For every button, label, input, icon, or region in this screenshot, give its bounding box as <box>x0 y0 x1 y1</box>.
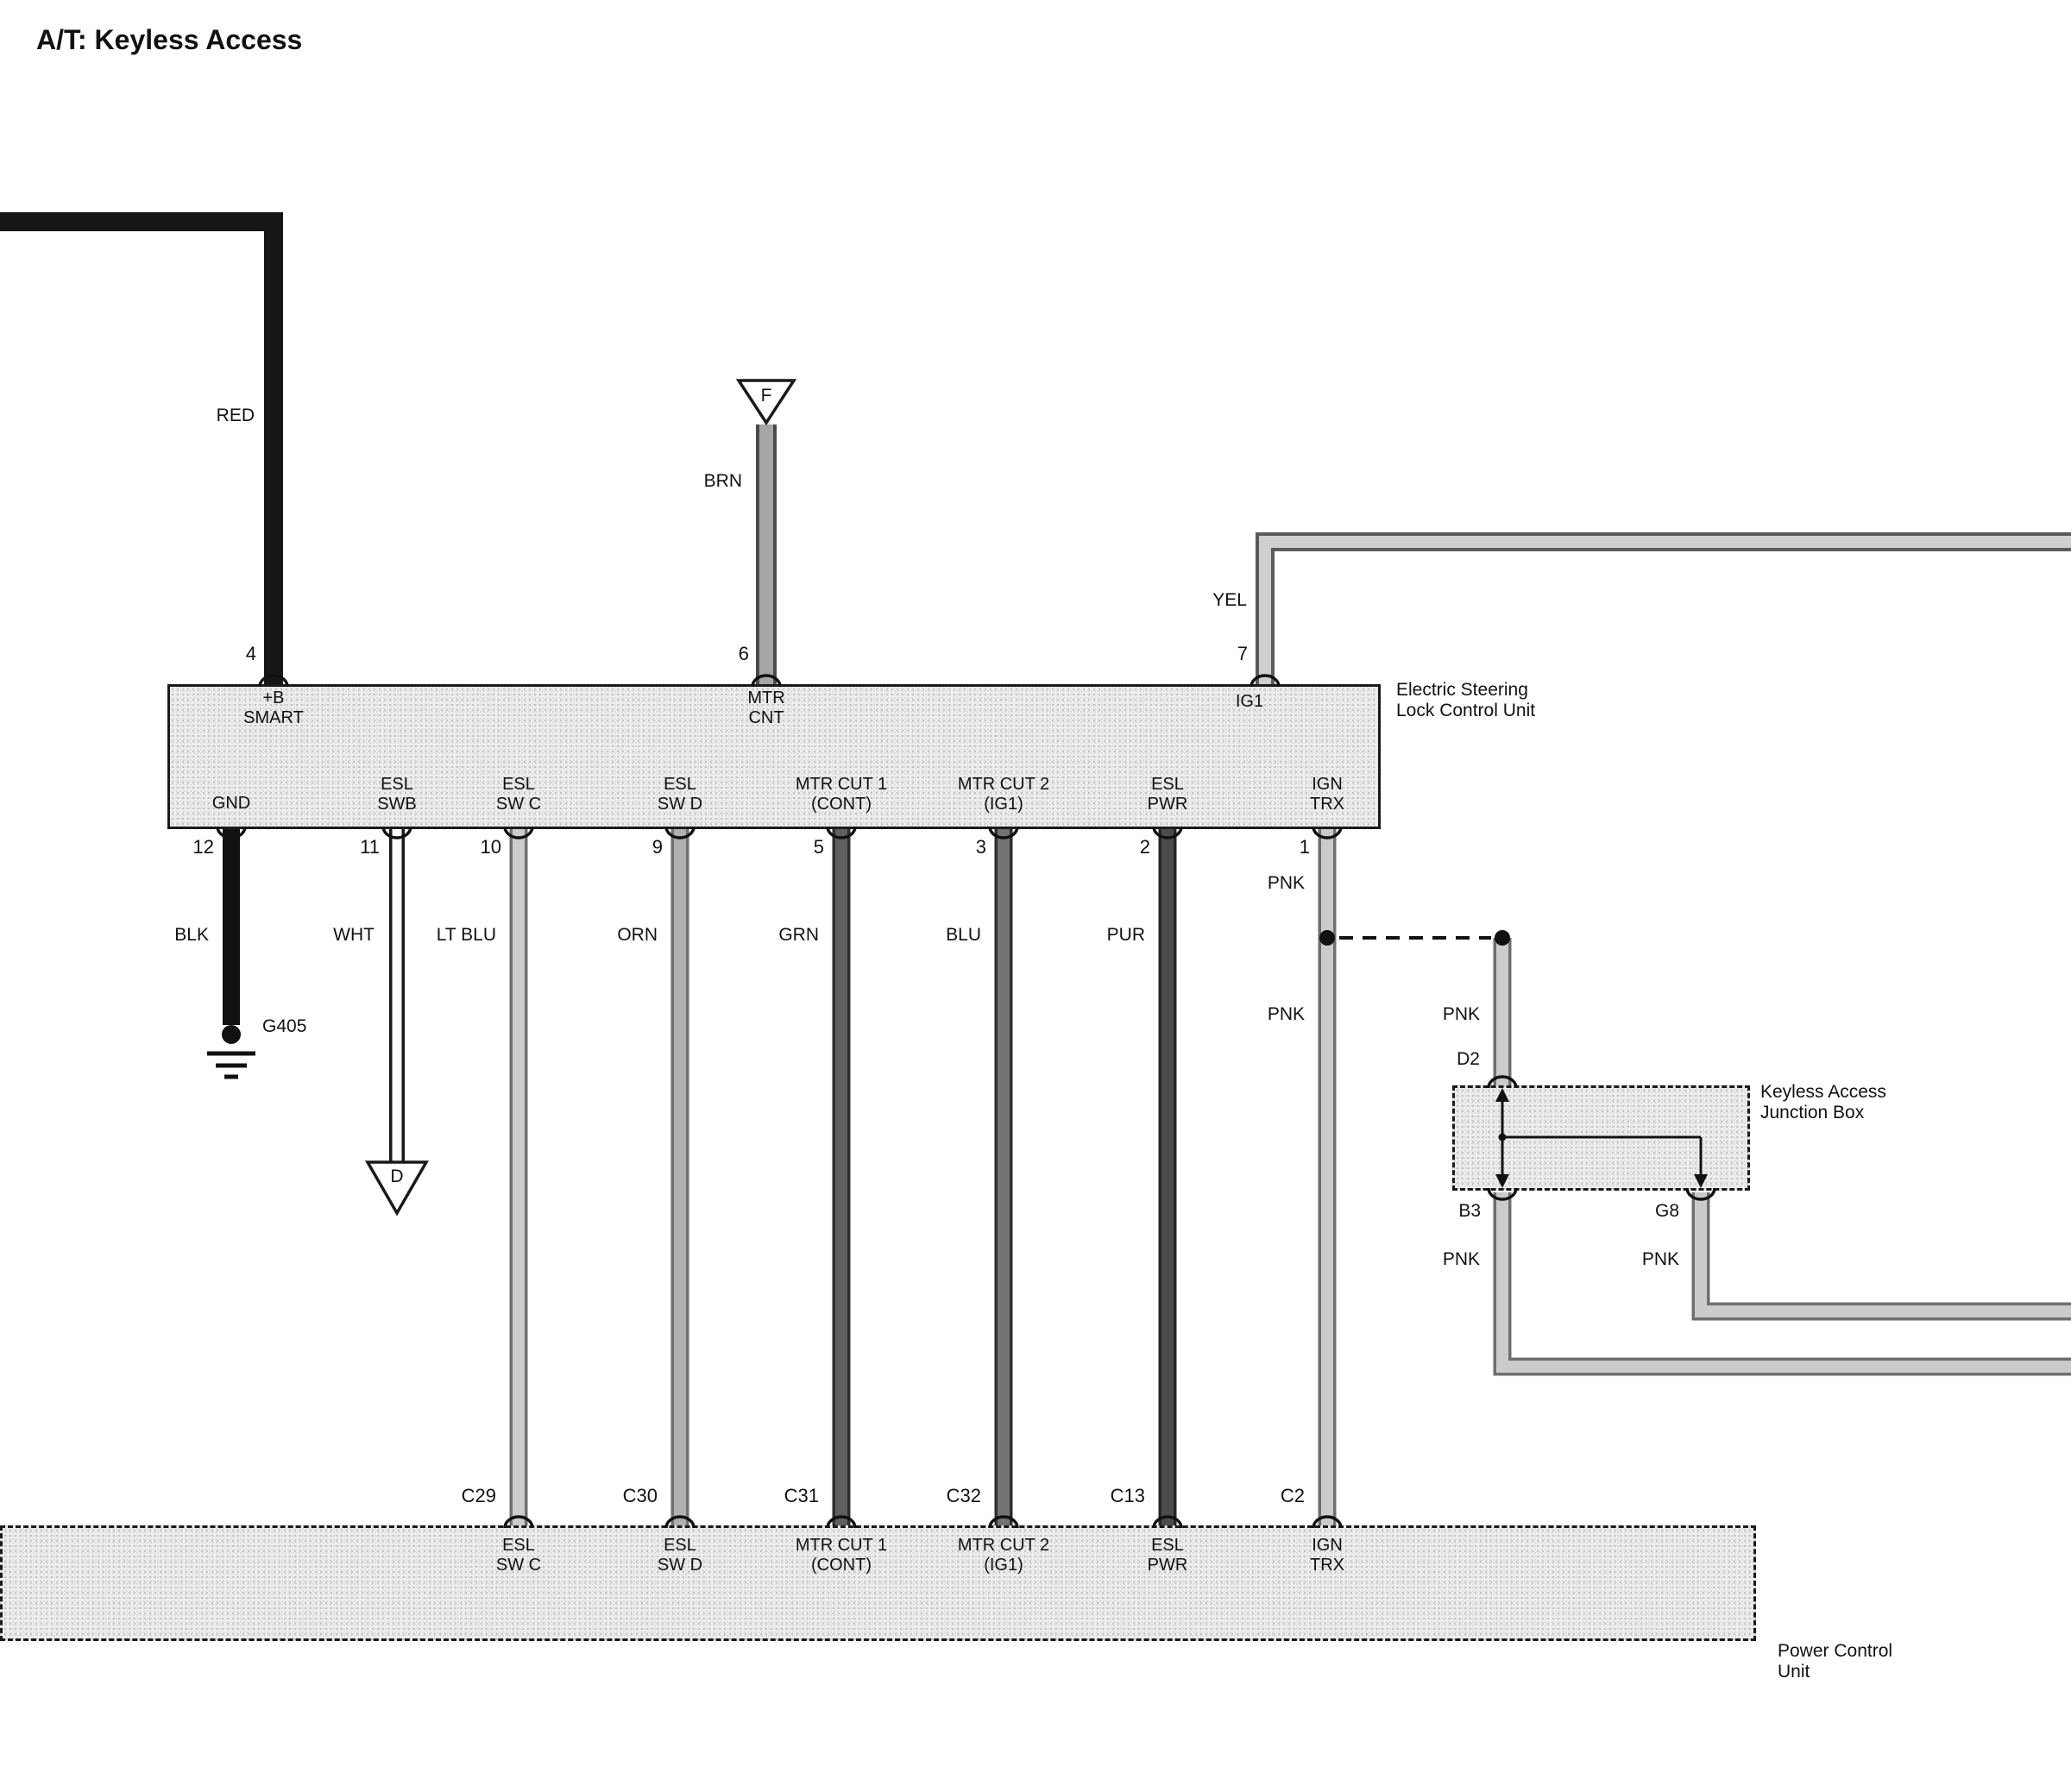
pin-11-label: ESL SWB <box>377 775 417 814</box>
pin-11-number: 11 <box>360 836 380 858</box>
pin-10-label: ESL SW C <box>495 775 542 814</box>
wire-yel-label: YEL <box>1212 590 1247 610</box>
wire-blk-label: BLK <box>174 925 209 945</box>
pcu-pin-label-esl-pwr: ESL PWR <box>1147 1536 1188 1575</box>
pin-7-number: 7 <box>1237 643 1248 664</box>
splice-dot-right <box>1495 930 1510 946</box>
wire-ltblu-label: LT BLU <box>436 925 496 945</box>
wire-wht-label: WHT <box>333 925 375 945</box>
page-title: A/T: Keyless Access <box>36 24 303 55</box>
pcu-pin-label-mtr-cut-2: MTR CUT 2 (IG1) <box>957 1536 1050 1575</box>
wire-pnk-label-b3: PNK <box>1442 1249 1480 1269</box>
esl-unit-name: Electric Steering Lock Control Unit <box>1396 680 1536 720</box>
keyless-access-junction-box <box>1452 1085 1750 1191</box>
ground-g405-label: G405 <box>262 1016 307 1036</box>
connector-d2-label: D2 <box>1457 1049 1480 1069</box>
connector-c31-label: C31 <box>784 1485 819 1506</box>
pin-3-label: MTR CUT 2 (IG1) <box>957 775 1050 814</box>
wire-pnk-label-g8: PNK <box>1641 1249 1679 1269</box>
pin-3-number: 3 <box>975 836 986 858</box>
pin-10-number: 10 <box>480 836 501 858</box>
pcu-pin-label-esl-sw-d: ESL SW D <box>657 1536 703 1575</box>
connector-c13-label: C13 <box>1110 1485 1145 1506</box>
wire-pur-label: PUR <box>1106 925 1145 945</box>
pin-12-label: GND <box>211 794 251 813</box>
power-control-unit-name: Power Control Unit <box>1778 1641 1893 1682</box>
esl-control-unit-box <box>167 684 1381 829</box>
pin-5-label: MTR CUT 1 (CONT) <box>795 775 888 814</box>
pin-9-label: ESL SW D <box>657 775 703 814</box>
pin-1-number: 1 <box>1299 836 1310 858</box>
pin-4-number: 4 <box>245 643 256 664</box>
pcu-pin-label-esl-sw-c: ESL SW C <box>495 1536 542 1575</box>
pin-12-number: 12 <box>192 836 214 858</box>
pin-1-label: IGN TRX <box>1310 775 1344 814</box>
pin-2-label: ESL PWR <box>1147 775 1188 814</box>
power-control-unit-band <box>0 1525 1756 1641</box>
pin-7-label: IG1 <box>1235 692 1264 711</box>
wire-red-label: RED <box>216 406 255 425</box>
junction-box-name: Keyless Access Junction Box <box>1760 1082 1886 1122</box>
wire-pnk-label-upper: PNK <box>1267 873 1305 893</box>
connector-g8-label: G8 <box>1654 1201 1679 1221</box>
wire-pnk-label-lower: PNK <box>1267 1004 1305 1024</box>
pin-4-label: +B SMART <box>243 689 304 727</box>
connector-c2-label: C2 <box>1280 1485 1305 1506</box>
wire-pnk-label-branch: PNK <box>1442 1004 1480 1024</box>
connector-c32-label: C32 <box>946 1485 981 1506</box>
pin-9-number: 9 <box>652 836 663 858</box>
pcu-pin-label-ign-trx: IGN TRX <box>1310 1536 1344 1575</box>
pcu-pin-label-mtr-cut-1: MTR CUT 1 (CONT) <box>795 1536 888 1575</box>
pin-6-number: 6 <box>738 643 749 664</box>
wire-yel <box>1256 532 2071 684</box>
splice-dot-left <box>1319 930 1335 946</box>
wire-blk <box>207 829 255 1079</box>
connector-f-label: F <box>760 386 772 406</box>
wire-pnk-g8 <box>1691 1192 2071 1321</box>
pin-5-number: 5 <box>813 836 824 858</box>
connector-c29-label: C29 <box>461 1485 496 1506</box>
wire-orn-label: ORN <box>617 925 658 945</box>
wire-grn-label: GRN <box>778 925 819 945</box>
wire-red <box>0 212 283 684</box>
pin-2-number: 2 <box>1139 836 1150 858</box>
pin-6-label: MTR CNT <box>747 689 785 727</box>
connector-c30-label: C30 <box>622 1485 658 1506</box>
connector-b3-label: B3 <box>1458 1201 1481 1221</box>
wire-blu-label: BLU <box>946 925 981 945</box>
connector-d-label: D <box>390 1166 404 1186</box>
wire-brn-label: BRN <box>703 471 742 491</box>
